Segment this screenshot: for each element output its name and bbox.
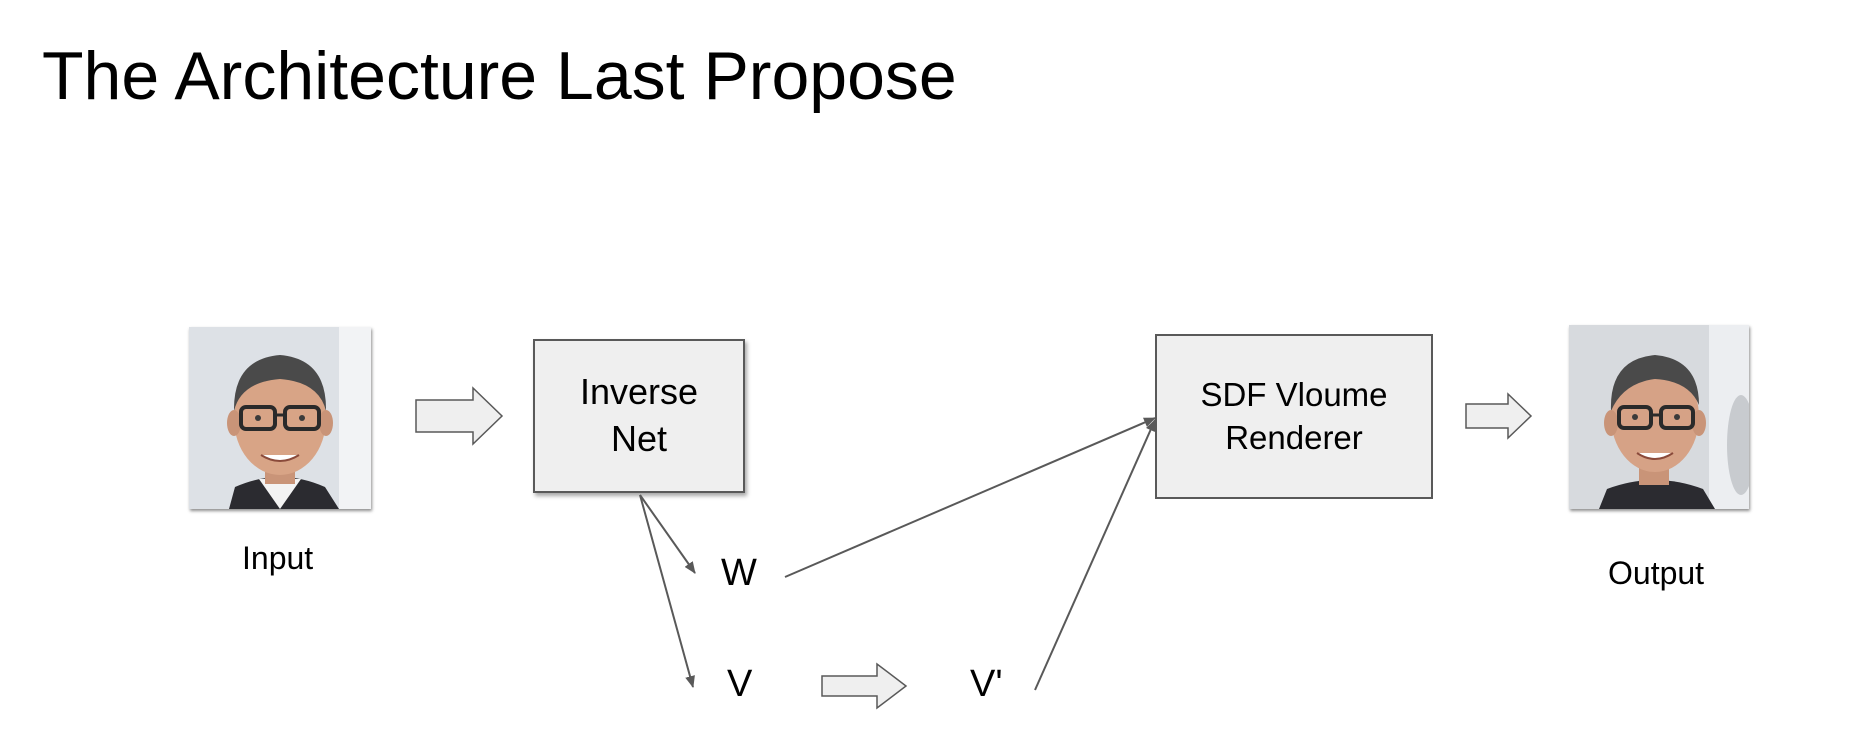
output-face-image xyxy=(1569,325,1749,509)
v-label: V xyxy=(727,663,753,705)
arrow-w-to-renderer xyxy=(784,417,1156,578)
inverse-net-line2: Net xyxy=(610,418,668,459)
v-prime-label: V' xyxy=(970,663,1003,705)
w-label: W xyxy=(721,552,757,594)
inverse-net-box: Inverse Net xyxy=(533,339,745,493)
renderer-line1: SDF Vloume xyxy=(1200,375,1388,413)
block-arrow-renderer-to-output xyxy=(1465,392,1533,440)
output-label: Output xyxy=(1608,555,1705,591)
input-face-image xyxy=(189,327,371,509)
block-arrow-input-to-net xyxy=(415,386,504,446)
block-arrow-v-to-vprime xyxy=(821,662,908,710)
slide-title: The Architecture Last Propose xyxy=(42,38,957,114)
sdf-renderer-box: SDF Vloume Renderer xyxy=(1155,334,1433,499)
input-label: Input xyxy=(242,540,314,576)
arrow-vprime-to-renderer xyxy=(1034,419,1156,691)
inverse-net-line1: Inverse xyxy=(579,371,699,413)
arrow-net-to-w xyxy=(639,494,696,574)
renderer-line2: Renderer xyxy=(1225,418,1363,456)
arrow-net-to-v xyxy=(639,494,695,688)
